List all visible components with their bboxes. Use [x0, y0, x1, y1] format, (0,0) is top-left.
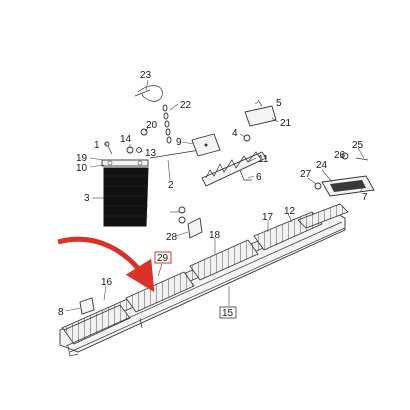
callout-7[interactable]: 7 — [362, 192, 368, 203]
callout-3[interactable]: 3 — [84, 193, 90, 204]
callout-15[interactable]: 15 — [222, 308, 234, 319]
callout-21[interactable]: 21 — [280, 118, 292, 129]
sieve-frame — [59, 203, 349, 357]
callout-26[interactable]: 26 — [334, 150, 346, 161]
callout-9[interactable]: 9 — [176, 137, 182, 148]
clip-bracket — [178, 206, 203, 239]
callout-27[interactable]: 27 — [300, 169, 312, 180]
callout-11[interactable]: 11 — [258, 154, 269, 165]
callout-12[interactable]: 12 — [284, 206, 296, 217]
callout-4[interactable]: 4 — [232, 128, 238, 139]
callout-13[interactable]: 13 — [145, 148, 157, 159]
box-15 — [219, 306, 237, 319]
upper-plate — [244, 105, 277, 127]
chain-assembly — [134, 85, 172, 144]
callout-6[interactable]: 6 — [256, 172, 262, 183]
right-bracket — [314, 152, 375, 197]
leader-lines — [65, 79, 365, 312]
callout-5[interactable]: 5 — [276, 98, 282, 109]
callout-19[interactable]: 19 — [76, 153, 88, 164]
callout-25[interactable]: 25 — [352, 140, 364, 151]
callout-10[interactable]: 10 — [76, 163, 88, 174]
callout-14[interactable]: 14 — [120, 134, 132, 145]
small-plate — [79, 297, 95, 315]
curtain-assembly — [101, 159, 149, 227]
callout-28[interactable]: 28 — [166, 232, 178, 243]
callout-18[interactable]: 18 — [209, 230, 221, 241]
callout-16[interactable]: 16 — [101, 277, 113, 288]
callout-labels: 23 22 5 21 1 14 20 13 9 4 11 6 19 10 2 3… — [58, 70, 368, 319]
highlight-box-29 — [154, 251, 172, 264]
toothed-bar — [201, 134, 267, 187]
callout-20[interactable]: 20 — [146, 120, 158, 131]
callout-29[interactable]: 29 — [157, 253, 169, 264]
highlight-arrow — [57, 236, 155, 293]
rod — [149, 149, 201, 159]
callout-1[interactable]: 1 — [94, 140, 100, 151]
callout-22[interactable]: 22 — [180, 100, 192, 111]
callout-2[interactable]: 2 — [168, 180, 174, 191]
callout-23[interactable]: 23 — [140, 70, 152, 81]
callout-24[interactable]: 24 — [316, 160, 328, 171]
callout-8[interactable]: 8 — [58, 307, 64, 318]
callout-17[interactable]: 17 — [262, 212, 274, 223]
